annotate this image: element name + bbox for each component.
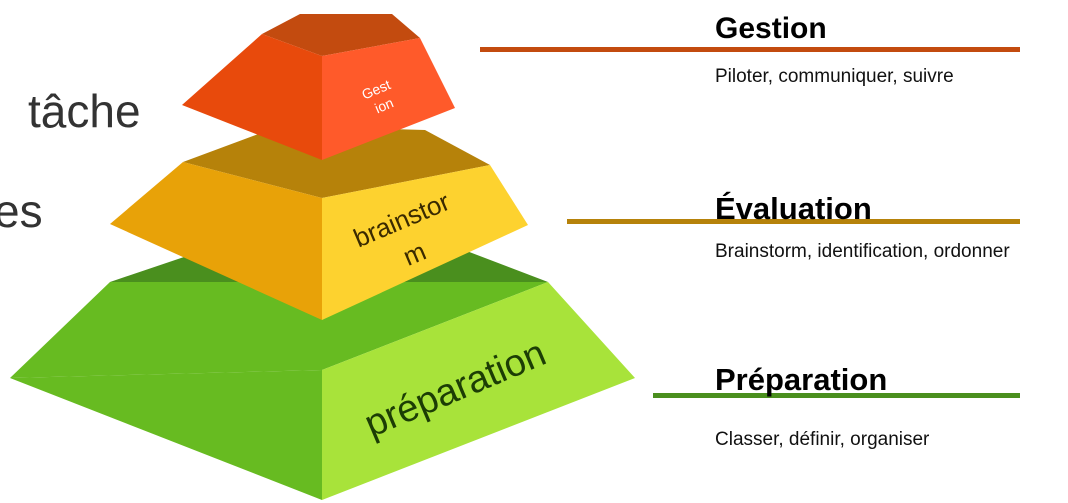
legend-title-evaluation: Évaluation (715, 191, 872, 226)
pyramid-diagram: préparation brainstor m Gest ion (10, 14, 635, 500)
legend-desc-gestion: Piloter, communiquer, suivre (715, 66, 954, 87)
gestion-top-face (262, 14, 420, 56)
preparation-right-face (322, 282, 635, 500)
legend-rule-preparation (653, 393, 1020, 398)
gestion-left-face (182, 34, 322, 160)
brainstorm-top-face (183, 126, 490, 198)
legend-title-preparation: Préparation (715, 362, 888, 397)
legend-rule-evaluation (567, 219, 1020, 224)
preparation-left-face (10, 282, 548, 378)
pyramid-level-brainstorm: brainstor m (110, 126, 528, 320)
pyramid-label-gestion-line2: ion (372, 94, 395, 116)
gestion-right-face (322, 38, 455, 160)
legend-rule-gestion (480, 47, 1020, 52)
brainstorm-left-face (110, 162, 322, 320)
background-text-2: es (0, 185, 43, 237)
pyramid-level-gestion: Gest ion (182, 14, 455, 160)
legend-desc-preparation: Classer, définir, organiser (715, 429, 930, 450)
background-text-1: tâche (28, 85, 141, 137)
legend-desc-evaluation: Brainstorm, identification, ordonner (715, 241, 1010, 262)
legend-title-gestion: Gestion (715, 12, 827, 45)
preparation-front-face (10, 370, 322, 500)
brainstorm-right-face (322, 165, 528, 320)
